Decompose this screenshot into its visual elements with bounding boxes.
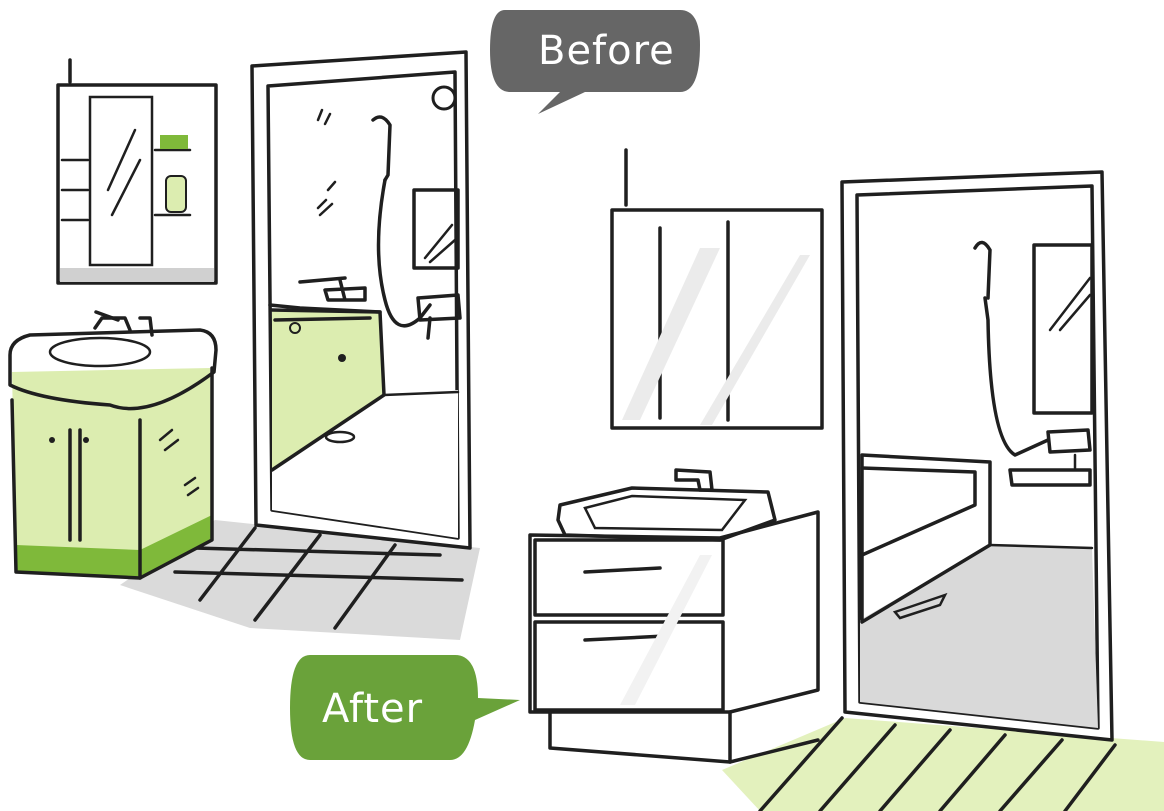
before-vanity bbox=[8, 310, 218, 580]
before-label: Before bbox=[538, 28, 675, 74]
after-mirror-cabinet bbox=[610, 148, 824, 430]
before-mirror-cabinet bbox=[56, 58, 218, 285]
before-scene: Before bbox=[8, 10, 700, 640]
before-speech-bubble: Before bbox=[490, 10, 700, 114]
after-vanity bbox=[528, 468, 820, 764]
after-bath-interior bbox=[860, 240, 1098, 728]
after-label: After bbox=[322, 686, 423, 732]
before-bath-interior bbox=[268, 85, 462, 538]
before-floor bbox=[120, 520, 480, 640]
after-floor bbox=[722, 716, 1164, 811]
after-speech-bubble: After bbox=[290, 655, 520, 760]
after-scene: After bbox=[290, 148, 1164, 811]
